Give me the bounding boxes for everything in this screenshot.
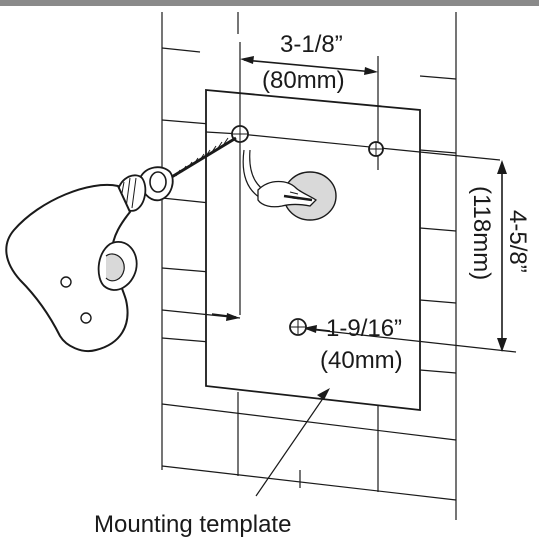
top-border: [0, 0, 539, 6]
bottom-dimension-inch-label: 1-9/16”: [326, 315, 402, 342]
screw-hole-top-right: [368, 141, 384, 157]
mounting-template-caption: Mounting template: [94, 511, 291, 538]
mounting-template: [205, 89, 421, 412]
bottom-dimension-arrow: [211, 313, 331, 333]
side-dimension-inch-label: 4-5/8”: [504, 210, 531, 273]
caption-leader: [255, 388, 330, 497]
top-dimension-mm-label: (80mm): [262, 67, 345, 94]
top-dimension-arrow: [240, 56, 378, 75]
drill-icon: [5, 136, 237, 352]
top-dimension-inch-label: 3-1/8”: [280, 31, 343, 58]
right-dimension-arrow: [497, 160, 507, 352]
screw-hole-bottom: [289, 318, 307, 336]
side-dimension-mm-label: (118mm): [468, 186, 495, 280]
wall-tiles: [161, 12, 457, 520]
bottom-dimension-mm-label: (40mm): [320, 347, 403, 374]
cable-pass-through-icon: [242, 149, 337, 221]
